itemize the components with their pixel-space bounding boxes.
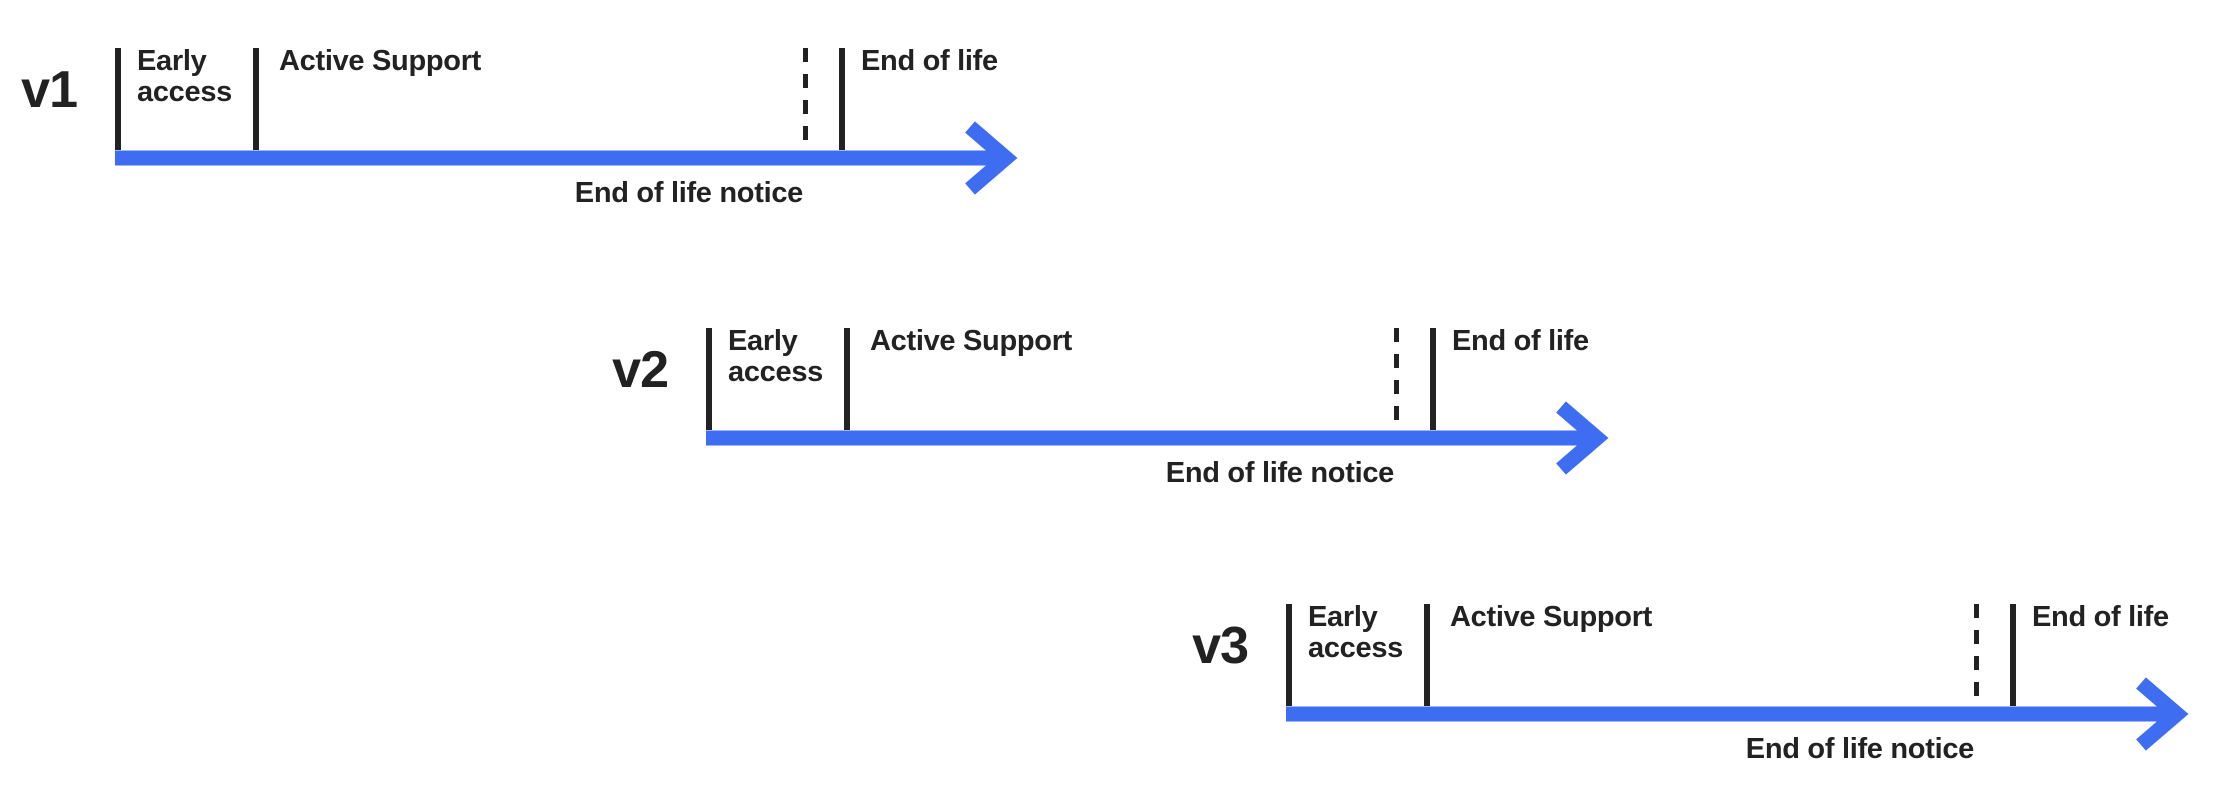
timeline-v3: v3 Early access Active Support End of li… — [1192, 601, 2206, 779]
early-access-label: Early access — [728, 325, 823, 388]
end-of-life-tick — [1430, 328, 1436, 430]
timeline-arrow — [706, 401, 1609, 475]
early-access-start-tick — [115, 48, 121, 150]
version-label: v2 — [612, 341, 669, 399]
end-of-life-notice-label: End of life notice — [1745, 733, 1975, 765]
eol-notice-dashed-tick — [1974, 604, 1979, 706]
early-access-label: Early access — [137, 45, 232, 108]
version-label: v3 — [1192, 617, 1249, 675]
version-label: v1 — [21, 61, 78, 119]
eol-notice-dashed-tick — [803, 48, 808, 150]
end-of-life-notice-label: End of life notice — [1165, 457, 1395, 489]
timeline-arrow — [1286, 677, 2189, 751]
active-support-label: Active Support — [1450, 601, 1653, 633]
end-of-life-notice-label: End of life notice — [574, 177, 804, 209]
active-support-label: Active Support — [279, 45, 482, 77]
end-of-life-label: End of life — [861, 45, 998, 77]
eol-notice-dashed-tick — [1394, 328, 1399, 430]
end-of-life-label: End of life — [1452, 325, 1589, 357]
end-of-life-label: End of life — [2032, 601, 2169, 633]
end-of-life-tick — [2010, 604, 2016, 706]
timeline-arrow — [115, 121, 1018, 195]
early-access-start-tick — [1286, 604, 1292, 706]
early-access-label: Early access — [1308, 601, 1403, 664]
timeline-v1: v1 Early access Active Support End of li… — [21, 45, 1035, 223]
active-support-start-tick — [844, 328, 850, 430]
active-support-start-tick — [1424, 604, 1430, 706]
active-support-label: Active Support — [870, 325, 1073, 357]
active-support-start-tick — [253, 48, 259, 150]
early-access-start-tick — [706, 328, 712, 430]
timeline-v2: v2 Early access Active Support End of li… — [612, 325, 1626, 503]
end-of-life-tick — [839, 48, 845, 150]
